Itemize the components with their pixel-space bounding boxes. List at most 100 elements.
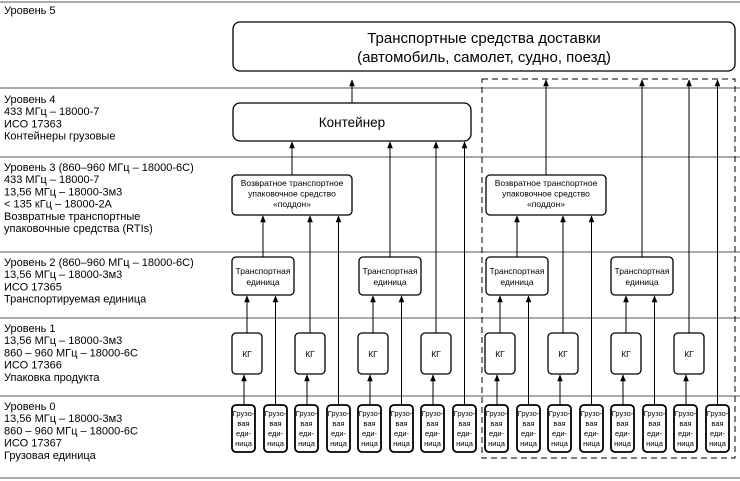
transport-unit-box-1-line-0: Транспортная: [363, 266, 418, 276]
cargo-unit-box-2-line-1: вая: [300, 419, 312, 428]
cargo-unit-box-10-line-3: ница: [551, 439, 569, 448]
level-4-line-2: ИСО 17363: [4, 118, 62, 130]
cargo-unit-box-0-line-2: еди-: [236, 429, 252, 438]
cargo-unit-box-3-line-3: ница: [330, 439, 348, 448]
cargo-unit-box-10-line-0: Грузо-: [549, 409, 571, 418]
level-3-line-5: упаковочные средства (RTIs): [4, 223, 153, 235]
cargo-unit-box-10-line-2: еди-: [552, 429, 568, 438]
cargo-unit-box-5-line-0: Грузо-: [391, 409, 413, 418]
transport-vehicles-box: [232, 21, 736, 72]
rti-box-1-line-2: «поддон»: [527, 199, 565, 209]
transport-vehicles-line-1: Транспортные средства доставки: [367, 30, 601, 47]
cargo-unit-box-9-line-1: вая: [522, 419, 534, 428]
level-3-line-3: < 135 кГц – 18000-2A: [4, 199, 113, 211]
cargo-unit-box-6-line-0: Грузо-: [422, 409, 444, 418]
cargo-unit-box-3-line-2: еди-: [331, 429, 347, 438]
cargo-unit-box-11-line-1: вая: [585, 419, 597, 428]
cargo-unit-box-12-line-3: ница: [614, 439, 632, 448]
cargo-unit-box-13-line-0: Грузо-: [644, 409, 666, 418]
package-box-6-label: КГ: [621, 349, 631, 359]
level-2-line-3: Транспортируемая единица: [4, 294, 147, 306]
cargo-unit-box-4-line-1: вая: [363, 419, 375, 428]
rti-box-1-line-0: Возвратное транспортное: [495, 178, 598, 188]
transport-unit-box-2-line-0: Транспортная: [490, 266, 545, 276]
level-3-line-2: 13,56 МГц – 18000-3м3: [4, 186, 122, 198]
level-0-line-2: 860 – 960 МГц – 18000-6C: [4, 425, 138, 437]
level-3-line-4: Возвратные транспортные: [4, 211, 140, 223]
transport-unit-box-2: [485, 256, 549, 296]
cargo-unit-box-1-line-1: вая: [269, 419, 281, 428]
transport-unit-box-2-line-1: единица: [500, 277, 534, 287]
cargo-unit-box-9-line-3: ница: [520, 439, 538, 448]
cargo-unit-box-11-line-0: Грузо-: [581, 409, 603, 418]
level-5-line-0: Уровень 5: [4, 5, 56, 17]
cargo-unit-box-13-line-2: еди-: [647, 429, 663, 438]
cargo-unit-box-4-line-0: Грузо-: [359, 409, 381, 418]
cargo-unit-box-8-line-2: еди-: [489, 429, 505, 438]
cargo-unit-box-1-line-3: ница: [267, 439, 285, 448]
cargo-unit-box-15-line-0: Грузо-: [707, 409, 729, 418]
cargo-unit-box-5-line-3: ница: [393, 439, 411, 448]
rti-box-0-line-0: Возвратное транспортное: [241, 178, 344, 188]
transport-unit-box-3: [610, 256, 674, 296]
cargo-unit-box-6-line-3: ница: [424, 439, 442, 448]
cargo-unit-box-11-line-3: ница: [583, 439, 601, 448]
package-box-0-label: КГ: [242, 349, 252, 359]
cargo-unit-box-2-line-0: Грузо-: [296, 409, 318, 418]
level-1-line-2: 860 – 960 МГц – 18000-6C: [4, 347, 138, 359]
cargo-unit-box-2-line-3: ница: [298, 439, 316, 448]
cargo-unit-box-7-line-0: Грузо-: [454, 409, 476, 418]
cargo-unit-box-0-line-1: вая: [237, 419, 249, 428]
cargo-unit-box-12-line-1: вая: [616, 419, 628, 428]
cargo-unit-box-14-line-0: Грузо-: [675, 409, 697, 418]
level-4-line-3: Контейнеры грузовые: [4, 131, 115, 143]
level-1-line-0: Уровень 1: [4, 323, 56, 335]
cargo-unit-box-6-line-1: вая: [426, 419, 438, 428]
cargo-unit-box-4-line-3: ница: [361, 439, 379, 448]
cargo-unit-box-8-line-3: ница: [488, 439, 506, 448]
cargo-unit-box-9-line-0: Грузо-: [518, 409, 540, 418]
transport-unit-box-1: [358, 256, 422, 296]
cargo-unit-box-14-line-3: ница: [677, 439, 695, 448]
rti-box-0-line-1: упаковочное средство: [248, 189, 336, 199]
cargo-unit-box-10-line-1: вая: [553, 419, 565, 428]
cargo-unit-box-15-line-3: ница: [709, 439, 727, 448]
cargo-unit-box-2-line-2: еди-: [299, 429, 315, 438]
cargo-unit-box-15-line-2: еди-: [710, 429, 726, 438]
package-box-4-label: КГ: [495, 349, 505, 359]
cargo-unit-box-6-line-2: еди-: [425, 429, 441, 438]
cargo-unit-box-12-line-0: Грузо-: [612, 409, 634, 418]
transport-unit-box-0-line-0: Транспортная: [236, 266, 291, 276]
cargo-unit-box-4-line-2: еди-: [362, 429, 378, 438]
level-4-line-0: Уровень 4: [4, 94, 56, 106]
package-box-1-label: КГ: [305, 349, 315, 359]
cargo-unit-box-14-line-2: еди-: [678, 429, 694, 438]
cargo-unit-box-9-line-2: еди-: [521, 429, 537, 438]
cargo-unit-box-11-line-2: еди-: [584, 429, 600, 438]
cargo-unit-box-15-line-1: вая: [711, 419, 723, 428]
level-0-line-4: Грузовая единица: [4, 450, 97, 462]
level-1-line-1: 13,56 МГц – 18000-3м3: [4, 335, 122, 347]
cargo-unit-box-1-line-2: еди-: [268, 429, 284, 438]
level-2-line-2: ИСО 17365: [4, 281, 62, 293]
level-0-line-0: Уровень 0: [4, 401, 56, 413]
level-4-line-1: 433 МГц – 18000-7: [4, 106, 99, 118]
cargo-unit-box-1-line-0: Грузо-: [265, 409, 287, 418]
cargo-unit-box-0-line-0: Грузо-: [233, 409, 255, 418]
level-0-line-3: ИСО 17367: [4, 438, 62, 450]
dashed-region: [481, 78, 736, 459]
cargo-unit-box-0-line-3: ница: [235, 439, 253, 448]
rti-box-0-line-2: «поддон»: [273, 199, 311, 209]
container-label: Контейнер: [319, 115, 385, 130]
cargo-unit-box-14-line-1: вая: [679, 419, 691, 428]
cargo-unit-box-5-line-1: вая: [395, 419, 407, 428]
cargo-unit-box-7-line-1: вая: [458, 419, 470, 428]
cargo-unit-box-5-line-2: еди-: [394, 429, 410, 438]
cargo-unit-box-3-line-0: Грузо-: [328, 409, 350, 418]
cargo-unit-box-8-line-1: вая: [490, 419, 502, 428]
transport-unit-box-0-line-1: единица: [246, 277, 280, 287]
cargo-unit-box-8-line-0: Грузо-: [486, 409, 508, 418]
transport-unit-box-3-line-0: Транспортная: [615, 266, 670, 276]
